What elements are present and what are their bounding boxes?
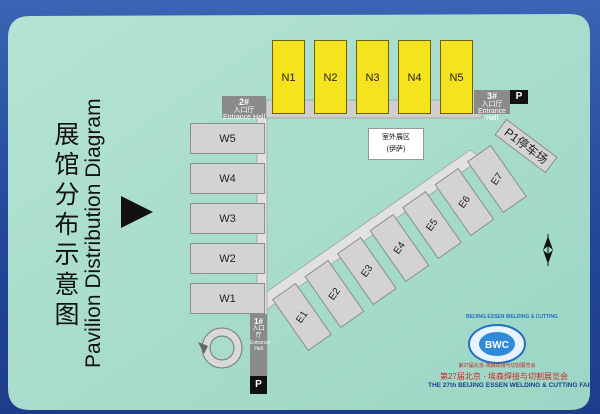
outdoor-exhibition-area[interactable]: 室外展区 (伊萨) — [368, 128, 424, 160]
hall-e7[interactable]: E7 — [466, 144, 527, 214]
entrance-hall-3[interactable]: 3# 入口厅 Entrance Hall — [474, 90, 510, 122]
fair-logo: BWC — [466, 322, 528, 366]
pointer-arrow-icon — [121, 196, 153, 228]
hall-n4[interactable]: N4 — [398, 40, 431, 114]
parking-sign-north: P — [510, 90, 528, 104]
map-title-chinese: 展馆分布示意图 — [54, 121, 80, 329]
hall-w5[interactable]: W5 — [190, 123, 265, 154]
hall-n5[interactable]: N5 — [440, 40, 473, 114]
hall-e1[interactable]: E1 — [271, 282, 332, 352]
hall-w1[interactable]: W1 — [190, 283, 265, 314]
hall-e6[interactable]: E6 — [434, 167, 495, 237]
hall-e2[interactable]: E2 — [304, 259, 365, 329]
parking-sign-south: P — [250, 376, 267, 394]
hall-w2[interactable]: W2 — [190, 243, 265, 274]
logo-subtitle: 第27届北京·埃森焊接与切割展览会 — [458, 363, 536, 369]
fair-name-chinese: 第27届北京 · 埃森焊接与切割展览会 — [439, 372, 568, 381]
hall-w4[interactable]: W4 — [190, 163, 265, 194]
entrance-hall-1[interactable]: 1# 入口厅 Entrance Hall — [250, 314, 270, 376]
svg-text:BWC: BWC — [485, 340, 509, 351]
hall-n3[interactable]: N3 — [356, 40, 389, 114]
hall-n1[interactable]: N1 — [272, 40, 305, 114]
hall-e3[interactable]: E3 — [336, 236, 397, 306]
north-arrow-icon — [543, 234, 553, 266]
hall-e5[interactable]: E5 — [401, 190, 462, 260]
roundabout-icon — [198, 327, 243, 369]
hall-e4[interactable]: E4 — [369, 213, 430, 283]
hall-n2[interactable]: N2 — [314, 40, 347, 114]
logo-ring-text: BEIJING ESSEN WELDING & CUTTING — [466, 314, 558, 320]
map-title-english: Pavilion Distribution Diagram — [82, 98, 105, 368]
hall-w3[interactable]: W3 — [190, 203, 265, 234]
fair-name-english: THE 27th BEIJING ESSEN WELDING & CUTTING… — [428, 382, 595, 389]
entrance-hall-2[interactable]: 2# 入口厅 Entrance Hall — [222, 96, 266, 121]
